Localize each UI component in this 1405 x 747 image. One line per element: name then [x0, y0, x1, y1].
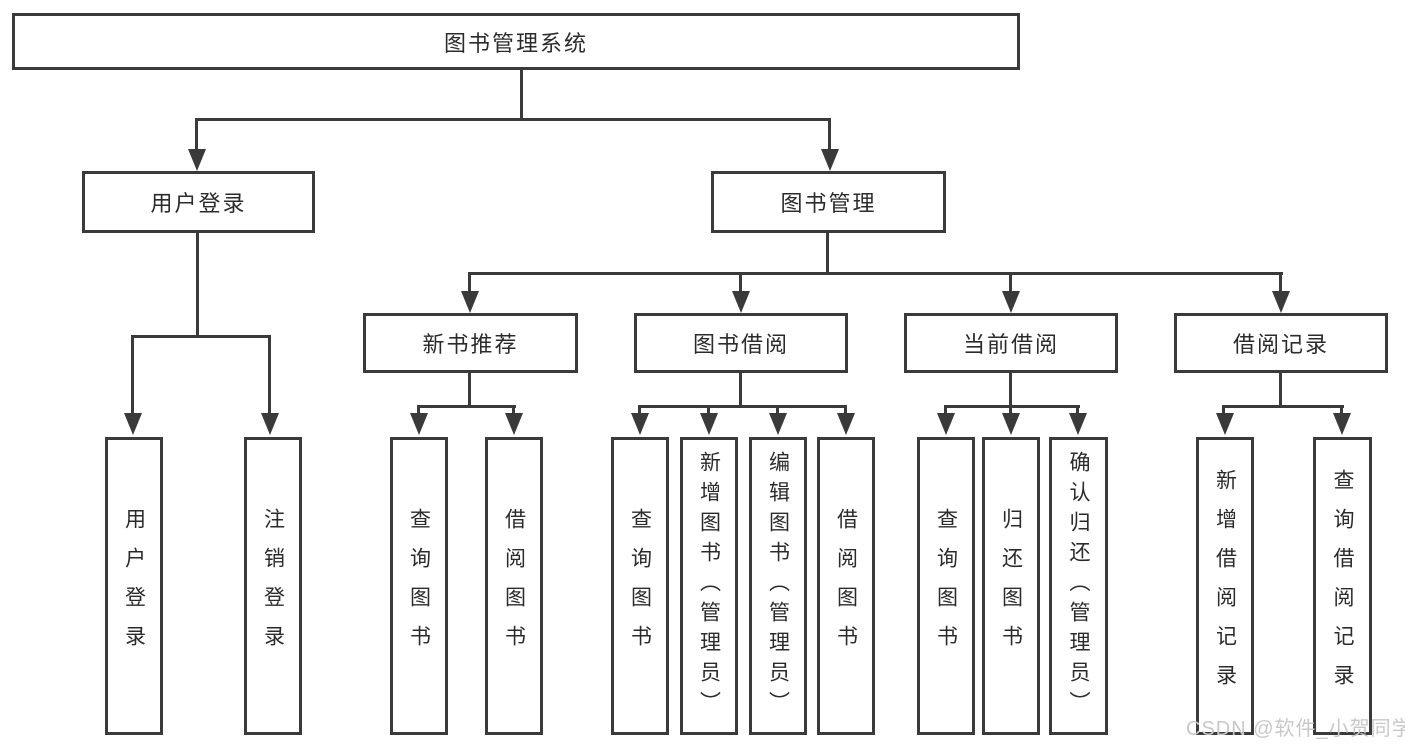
leaf-nb-query-books: 查询图书 — [390, 437, 448, 735]
connector-vline — [739, 272, 742, 294]
leaf-bb-edit-books-admin: 编辑图书（管理员） — [749, 437, 807, 735]
node-new-book-recommend-label: 新书推荐 — [422, 332, 519, 357]
arrowhead-down-icon — [1272, 291, 1290, 313]
arrowhead-down-icon — [505, 413, 523, 435]
arrowhead-down-icon — [1333, 413, 1351, 435]
connector-hline — [1222, 405, 1344, 408]
connector-vline — [131, 335, 134, 415]
connector-hline — [944, 405, 1080, 408]
arrowhead-down-icon — [461, 291, 479, 313]
connector-vline — [1009, 272, 1012, 294]
leaf-bb-borrow-books: 借阅图书 — [817, 437, 875, 735]
arrowhead-down-icon — [410, 413, 428, 435]
connector-hline — [417, 405, 516, 408]
leaf-logout: 注销登录 — [244, 437, 302, 735]
leaf-user-login: 用户登录 — [105, 437, 163, 735]
connector-vline — [1279, 272, 1282, 294]
leaf-bb-query-books: 查询图书 — [611, 437, 669, 735]
csdn-watermark: CSDN @软件_小贺同学 — [1186, 718, 1405, 740]
connector-hline — [468, 272, 1283, 275]
leaf-br-add-record: 新增借阅记录 — [1196, 437, 1254, 735]
leaf-bb-query-books-label: 查询图书 — [628, 508, 652, 664]
leaf-bb-add-books-admin: 新增图书（管理员） — [680, 437, 738, 735]
node-book-borrow-label: 图书借阅 — [692, 332, 789, 357]
connector-vline — [1340, 405, 1343, 415]
leaf-cb-query-books: 查询图书 — [917, 437, 975, 735]
node-root: 图书管理系统 — [12, 13, 1020, 70]
node-new-book-recommend: 新书推荐 — [363, 313, 578, 373]
leaf-nb-borrow-books-label: 借阅图书 — [502, 508, 526, 664]
arrowhead-down-icon — [769, 413, 787, 435]
connector-vline — [520, 70, 523, 118]
leaf-nb-query-books-label: 查询图书 — [407, 508, 431, 664]
arrowhead-down-icon — [261, 413, 279, 435]
connector-vline — [1009, 373, 1012, 417]
leaf-cb-confirm-return-admin: 确认归还（管理员） — [1049, 437, 1108, 735]
connector-vline — [739, 373, 742, 407]
node-borrow-records-label: 借阅记录 — [1232, 332, 1329, 357]
arrowhead-down-icon — [837, 413, 855, 435]
connector-vline — [195, 118, 198, 152]
connector-vline — [1279, 373, 1282, 407]
leaf-nb-borrow-books: 借阅图书 — [485, 437, 543, 735]
node-book-management: 图书管理 — [711, 171, 946, 233]
connector-vline — [512, 405, 515, 415]
arrowhead-down-icon — [1002, 413, 1020, 435]
arrowhead-down-icon — [631, 413, 649, 435]
leaf-bb-borrow-books-label: 借阅图书 — [834, 508, 858, 664]
arrowhead-down-icon — [1216, 413, 1234, 435]
arrowhead-down-icon — [821, 149, 839, 171]
node-book-management-label: 图书管理 — [780, 191, 877, 216]
connector-vline — [468, 373, 471, 407]
connector-vline — [828, 118, 831, 152]
connector-vline — [776, 405, 779, 415]
connector-vline — [468, 272, 471, 294]
connector-hline — [131, 335, 271, 338]
arrowhead-down-icon — [732, 291, 750, 313]
leaf-bb-edit-books-admin-label: 编辑图书（管理员） — [766, 451, 790, 721]
connector-hline — [638, 405, 847, 408]
connector-vline — [417, 405, 420, 415]
arrowhead-down-icon — [1069, 413, 1087, 435]
arrowhead-down-icon — [124, 413, 142, 435]
connector-vline — [707, 405, 710, 415]
node-current-borrow-label: 当前借阅 — [962, 332, 1059, 357]
leaf-cb-return-books-label: 归还图书 — [999, 508, 1023, 664]
node-root-label: 图书管理系统 — [443, 30, 588, 56]
leaf-br-query-record: 查询借阅记录 — [1313, 437, 1372, 735]
leaf-cb-query-books-label: 查询图书 — [934, 508, 958, 664]
leaf-bb-add-books-admin-label: 新增图书（管理员） — [697, 451, 721, 721]
leaf-logout-label: 注销登录 — [261, 508, 285, 664]
connector-hline — [195, 118, 831, 121]
leaf-br-add-record-label: 新增借阅记录 — [1213, 469, 1237, 703]
node-borrow-records: 借阅记录 — [1174, 313, 1388, 373]
connector-vline — [944, 405, 947, 415]
connector-vline — [1222, 405, 1225, 415]
node-current-borrow: 当前借阅 — [904, 313, 1118, 373]
arrowhead-down-icon — [1002, 291, 1020, 313]
node-user-login-label: 用户登录 — [150, 191, 247, 216]
connector-vline — [196, 233, 199, 338]
node-book-borrow: 图书借阅 — [634, 313, 848, 373]
arrowhead-down-icon — [937, 413, 955, 435]
leaf-user-login-label: 用户登录 — [122, 508, 146, 664]
arrowhead-down-icon — [700, 413, 718, 435]
leaf-br-query-record-label: 查询借阅记录 — [1331, 469, 1354, 703]
leaf-cb-confirm-return-admin-label: 确认归还（管理员） — [1067, 451, 1090, 721]
node-user-login: 用户登录 — [82, 171, 315, 233]
leaf-cb-return-books: 归还图书 — [982, 437, 1040, 735]
connector-vline — [844, 405, 847, 415]
connector-vline — [638, 405, 641, 415]
connector-vline — [268, 335, 271, 415]
connector-vline — [1076, 405, 1079, 415]
arrowhead-down-icon — [188, 149, 206, 171]
connector-vline — [826, 233, 829, 275]
